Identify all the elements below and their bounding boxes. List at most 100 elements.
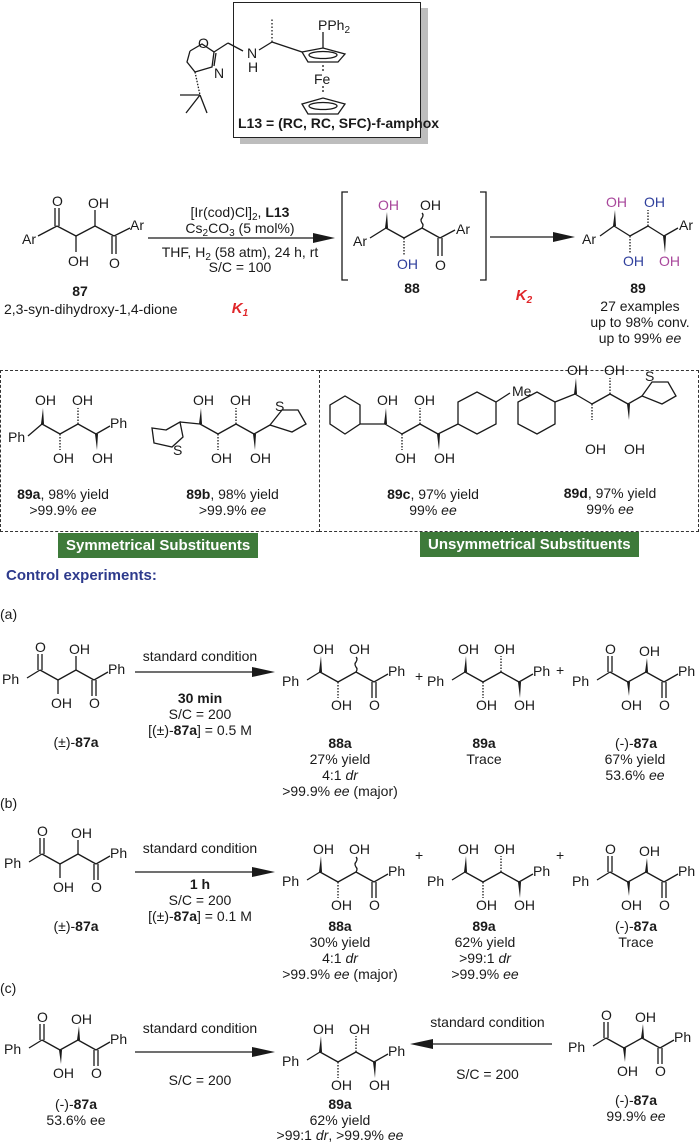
ph-label: Ph [110, 415, 127, 431]
example-89a-ee: >99.9% ee [29, 502, 97, 518]
conditions-line-2: Cs2CO3 (5 mol%) [185, 220, 295, 239]
sulfur-label: S [173, 442, 182, 458]
conditions-line-4: S/C = 100 [208, 259, 272, 275]
methyl-label: Me [512, 383, 532, 399]
a-substrate-87a [1, 638, 126, 712]
oh-label: OH [68, 253, 89, 269]
example-89a-yield: 89a, 98% yield [17, 486, 109, 502]
k2-label: K2 [515, 287, 533, 307]
ar-label: Ar [353, 233, 367, 249]
a-arrow-conc: [(±)-87a] = 0.5 M [148, 722, 252, 738]
o-label: O [109, 255, 120, 271]
b-88a-dr: 4:1 dr [322, 950, 358, 966]
summary-ee: up to 99% ee [598, 330, 682, 346]
plus-sign: + [415, 668, 423, 684]
tag-c: (c) [0, 980, 17, 996]
b-89a-id: 89a [472, 918, 496, 934]
tag-a: (a) [0, 606, 18, 622]
c-left-ee: 53.6% ee [46, 1112, 106, 1128]
summary-conversion: up to 98% conv. [590, 314, 690, 330]
a-product-88a [281, 640, 406, 714]
c-89a-yield: 62% yield [309, 1112, 371, 1128]
symmetrical-box [0, 370, 319, 532]
a-product-87a [571, 640, 696, 714]
product-89-skeleton [599, 210, 679, 253]
c-product-89a [281, 1020, 406, 1094]
example-89d-yield: 89d, 97% yield [563, 485, 657, 501]
arrowhead [410, 1039, 433, 1049]
a-87a-id: (-)-87a [614, 735, 657, 751]
c-left-87a [3, 1008, 128, 1082]
intermediate-88-skeleton [369, 212, 456, 256]
b-89a-dr: >99:1 dr [459, 950, 511, 966]
oh-label: OH [585, 441, 606, 457]
c-left-arrow-top: standard condition [142, 1020, 258, 1036]
oh-label: OH [72, 392, 93, 408]
pph2-label: PPh2 [318, 17, 350, 36]
c-right-arrow-top: standard condition [430, 1014, 545, 1030]
a-89a-trace: Trace [466, 751, 502, 767]
arrowhead [313, 233, 335, 243]
oh-magenta: OH [659, 253, 680, 269]
conditions-line-1: [Ir(cod)Cl]2, L13 [190, 204, 290, 223]
ring-oxygen: O [198, 35, 209, 51]
example-89b-ee: >99.9% ee [198, 502, 267, 518]
o-label: O [435, 257, 446, 273]
sulfur-label: S [275, 398, 284, 414]
oh-label: OH [414, 392, 435, 408]
oh-label: OH [35, 392, 56, 408]
example-89b-yield: 89b, 98% yield [186, 486, 279, 502]
oh-label: OH [92, 450, 113, 466]
example-89c-yield: 89c, 97% yield [387, 486, 479, 502]
structure-89d [517, 378, 677, 435]
oh-label: OH [88, 195, 109, 211]
b-88a-yield: 30% yield [309, 934, 371, 950]
compound-87-label: 87 [72, 283, 88, 299]
bracket-right [480, 191, 487, 281]
c-right-label: (-)-87a [614, 1092, 657, 1108]
b-product-89a [426, 840, 551, 914]
c-right-arrow-bottom: S/C = 200 [456, 1066, 519, 1082]
substrate-87-skeleton [37, 208, 131, 254]
plus-sign: + [415, 847, 423, 863]
a-88a-dr: 4:1 dr [322, 767, 358, 783]
c-89a-id: 89a [328, 1096, 352, 1112]
b-product-88a [281, 840, 406, 914]
a-88a-ee: >99.9% ee (major) [282, 783, 398, 799]
summary-examples: 27 examples [600, 298, 680, 314]
oh-blue: OH [397, 256, 418, 272]
tag-b: (b) [0, 795, 18, 811]
b-88a-id: 88a [328, 918, 352, 934]
c-right-87a [567, 1006, 692, 1080]
a-arrow-time: 30 min [177, 690, 223, 706]
b-89a-ee: >99.9% ee [451, 966, 519, 982]
ring-nitrogen: N [214, 65, 224, 81]
oh-label: OH [230, 392, 251, 408]
oh-label: OH [53, 450, 74, 466]
ferrocene-arm [258, 18, 347, 115]
arrowhead [553, 232, 575, 242]
ligand-label: L13 = (RC, RC, SFC)-f-amphox [238, 115, 440, 131]
c-left-label: (-)-87a [54, 1096, 97, 1112]
compound-89-label: 89 [630, 280, 646, 296]
ar-label: Ar [22, 231, 36, 247]
oh-label: OH [434, 450, 455, 466]
amine-n: N [247, 45, 257, 61]
b-87a-trace: Trace [618, 934, 654, 950]
ar-label: Ar [130, 217, 144, 233]
a-product-89a [426, 640, 551, 714]
oh-label: OH [420, 197, 441, 213]
structure-89a [27, 408, 111, 450]
oh-label: OH [567, 362, 588, 378]
o-label: O [52, 193, 63, 209]
oh-label: OH [377, 392, 398, 408]
a-arrow-top: standard condition [142, 648, 258, 664]
a-substrate-label: (±)-87a [53, 734, 99, 750]
arrowhead [252, 667, 275, 677]
ph-label: Ph [8, 429, 25, 445]
a-89a-id: 89a [472, 735, 496, 751]
oh-magenta: OH [606, 194, 627, 210]
b-product-87a [571, 840, 696, 914]
ar-label: Ar [679, 217, 693, 233]
